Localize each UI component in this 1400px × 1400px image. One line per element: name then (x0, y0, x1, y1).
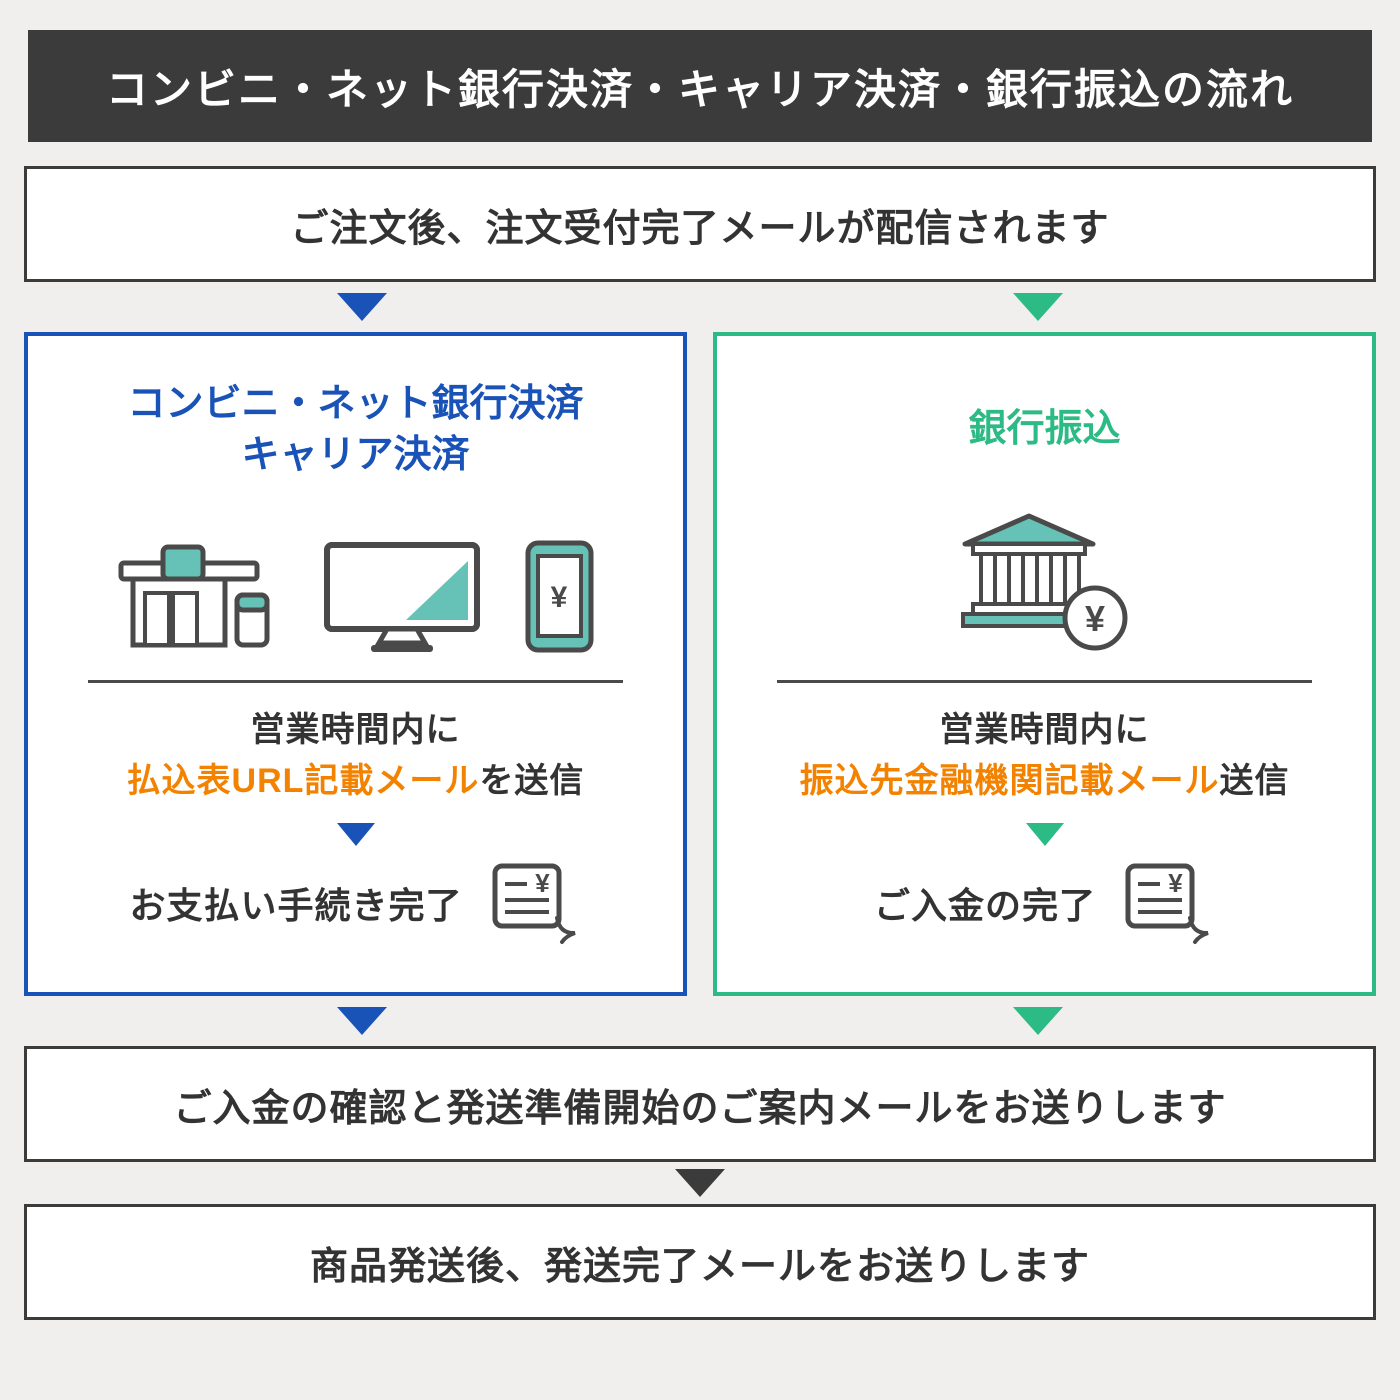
step-order-received-text: ご注文後、注文受付完了メールが配信されます (290, 207, 1110, 250)
panel-right-notice-suffix: 送信 (1219, 762, 1290, 800)
panel-right-complete-row: ご入金の完了 ¥ (874, 860, 1215, 945)
split-arrow-row (24, 293, 1376, 321)
panel-left-complete-label: お支払い手続き完了 (129, 884, 463, 926)
receipt-icon: ¥ (492, 863, 576, 944)
left-arrow-cell (24, 293, 700, 321)
step-payment-confirmed: ご入金の確認と発送準備開始のご案内メールをお送りします (24, 1046, 1376, 1162)
yen-symbol: ¥ (1168, 868, 1183, 898)
yen-coin-icon: ¥ (1062, 585, 1128, 651)
panel-right-complete-label: ご入金の完了 (873, 884, 1096, 926)
panel-left-title-line2: キャリア決済 (241, 434, 470, 476)
yen-symbol: ¥ (550, 581, 567, 614)
panel-left-icon-row: ¥ (115, 506, 597, 654)
bank-icon: ¥ (961, 513, 1128, 651)
convenience-store-icon (118, 544, 269, 648)
page-title: コンビニ・ネット銀行決済・キャリア決済・銀行振込の流れ (105, 65, 1294, 113)
panel-right-icon-row: ¥ (957, 506, 1132, 654)
panel-right-title: 銀行振込 (968, 378, 1120, 482)
right-arrow-cell (700, 293, 1376, 321)
panel-left-notice-suffix: を送信 (479, 762, 585, 800)
smartphone-icon: ¥ (525, 540, 593, 653)
down-arrow-green-icon (1013, 293, 1063, 321)
panel-right-down-arrow-icon (1025, 823, 1064, 846)
panel-right-notice-highlight: 振込先金融機関記載メール (799, 762, 1220, 800)
merge-arrow-row (24, 1007, 1376, 1035)
right-arrow-cell (700, 1007, 1376, 1035)
step-shipped: 商品発送後、発送完了メールをお送りします (24, 1204, 1376, 1320)
panel-left-title: コンビニ・ネット銀行決済 キャリア決済 (127, 378, 583, 482)
panel-right-title-text: 銀行振込 (968, 408, 1121, 451)
step-payment-confirmed-text: ご入金の確認と発送準備開始のご案内メールをお送りします (173, 1087, 1227, 1130)
left-arrow-cell (24, 1007, 700, 1035)
panel-left-title-line1: コンビニ・ネット銀行決済 (127, 382, 584, 425)
down-arrow-green-icon (1013, 1007, 1063, 1035)
page-title-banner: コンビニ・ネット銀行決済・キャリア決済・銀行振込の流れ (28, 30, 1372, 142)
down-arrow-dark-icon (675, 1169, 725, 1197)
panel-left-complete-row: お支払い手続き完了 ¥ (129, 860, 581, 945)
panel-left-notice: 営業時間内に 払込表URL記載メールを送信 (127, 705, 585, 807)
yen-symbol: ¥ (535, 868, 550, 898)
panel-convenience-netbank-carrier: コンビニ・ネット銀行決済 キャリア決済 (24, 332, 687, 996)
panel-right-divider (777, 680, 1312, 683)
payment-panels: コンビニ・ネット銀行決済 キャリア決済 (24, 332, 1376, 996)
panel-right-notice-line1: 営業時間内に (939, 711, 1150, 749)
step-order-received: ご注文後、注文受付完了メールが配信されます (24, 166, 1376, 282)
computer-icon (323, 542, 480, 652)
down-arrow-blue-icon (337, 1007, 387, 1035)
panel-left-down-arrow-icon (336, 823, 375, 846)
panel-left-divider (88, 680, 623, 683)
step-shipped-text: 商品発送後、発送完了メールをお送りします (309, 1245, 1090, 1288)
receipt-icon: ¥ (1125, 863, 1209, 944)
panel-right-notice: 営業時間内に 振込先金融機関記載メール送信 (800, 705, 1290, 807)
down-arrow-blue-icon (337, 293, 387, 321)
panel-left-notice-highlight: 払込表URL記載メール (126, 762, 480, 800)
panel-bank-transfer: 銀行振込 ¥ (713, 332, 1376, 996)
panel-left-notice-line1: 営業時間内に (250, 711, 461, 749)
yen-symbol: ¥ (1085, 598, 1105, 639)
